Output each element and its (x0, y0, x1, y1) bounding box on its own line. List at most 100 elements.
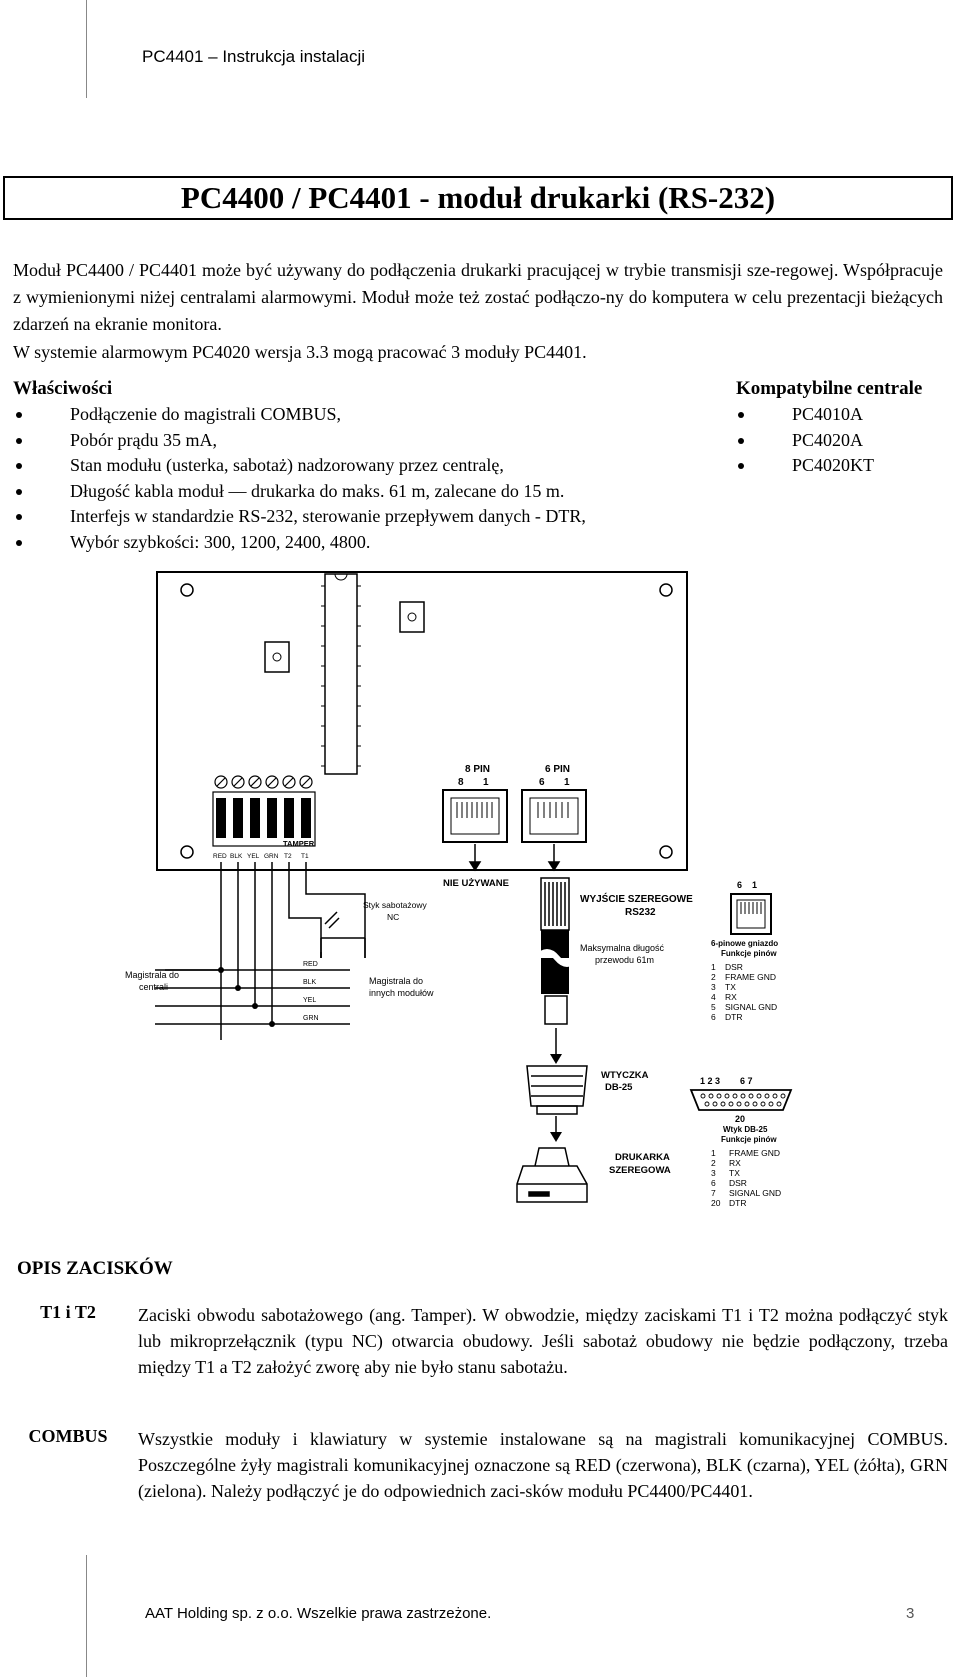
db25-subtitle: Funkcje pinów (721, 1135, 777, 1144)
bus-panel-label-2: centrali (139, 982, 168, 992)
socket6-pin-num: 2 (711, 972, 716, 982)
pcb-board (156, 571, 688, 871)
socket6-pin-num: 6 (711, 1012, 716, 1022)
compat-item: PC4020A (735, 428, 874, 454)
db25-title: Wtyk DB-25 (723, 1125, 768, 1134)
mounting-hole (659, 845, 673, 859)
db25-pin20: 20 (735, 1114, 745, 1124)
db25-pin-num: 20 (711, 1198, 721, 1208)
db25-pin-fn: TX (729, 1168, 740, 1178)
wire-label: GRN (303, 1015, 319, 1022)
dip-chip-small (264, 641, 290, 673)
pin6-numbers: 6 1 (539, 777, 570, 788)
socket6-numbers: 6 1 (737, 880, 757, 890)
intro-paragraph: W systemie alarmowym PC4020 wersja 3.3 m… (13, 341, 587, 362)
serial-out-label-2: RS232 (625, 907, 656, 918)
socket6-pin-fn: SIGNAL GND (725, 1002, 777, 1012)
wire-label: RED (303, 961, 318, 968)
db25-pin-num: 7 (711, 1188, 716, 1198)
mounting-hole (180, 845, 194, 859)
printer-label: DRUKARKA (615, 1152, 670, 1163)
db25-pin-num: 1 (711, 1148, 716, 1158)
footer-text: AAT Holding sp. z o.o. Wszelkie prawa za… (145, 1605, 492, 1622)
page-title: PC4400 / PC4401 - moduł drukarki (RS-232… (180, 180, 776, 215)
db25-pin-num: 2 (711, 1158, 716, 1168)
serial-cable (540, 877, 570, 931)
plug-label: WTYCZKA (601, 1070, 649, 1081)
mounting-hole (659, 583, 673, 597)
db25-pin-fn: RX (729, 1158, 741, 1168)
terminal-label: YEL (247, 853, 260, 860)
socket6-pin-fn: TX (725, 982, 736, 992)
dip-chip-large (324, 573, 358, 775)
page-header: PC4401 – Instrukcja instalacji (142, 47, 366, 66)
header-rule (86, 0, 87, 98)
features-heading: Właściwości (13, 378, 113, 399)
socket6-pin-num: 5 (711, 1002, 716, 1012)
terminal-label: GRN (264, 853, 279, 860)
compat-item: PC4020KT (735, 453, 874, 479)
terminal-label: RED (213, 853, 227, 860)
terminal-key: COMBUS (28, 1426, 108, 1446)
socket6-pin-num: 1 (711, 962, 716, 972)
feature-item: Podłączenie do magistrali COMBUS, (13, 402, 586, 428)
socket-8pin (442, 789, 508, 843)
rj-plug (544, 995, 568, 1025)
pin8-label: 8 PIN (465, 764, 490, 775)
bus-other-label-2: innych modułów (369, 988, 434, 998)
tamper-contact-symbol (324, 911, 340, 929)
tamper-contact-nc: NC (387, 912, 399, 922)
max-length-label-2: przewodu 61m (595, 955, 654, 965)
feature-item: Pobór prądu 35 mA, (13, 428, 586, 454)
printer-icon (516, 1147, 588, 1203)
db25-top-numbers: 1 2 3 6 7 (700, 1076, 753, 1086)
socket6-pin-fn: DSR (725, 962, 743, 972)
db25-pin-num: 6 (711, 1178, 716, 1188)
features-list: Podłączenie do magistrali COMBUS, Pobór … (13, 402, 586, 555)
mounting-hole (180, 583, 194, 597)
intro-text: Moduł PC4400 / PC4401 może być używany d… (13, 257, 943, 366)
tamper-contact-label: Styk sabotażowy (363, 900, 428, 910)
bus-other-label: Magistrala do (369, 976, 423, 986)
bus-panel-label: Magistrala do (125, 970, 179, 980)
db25-plug-icon (526, 1065, 588, 1115)
dip-chip-small (399, 601, 425, 633)
socket6-subtitle: Funkcje pinów (721, 949, 777, 958)
page-number: 3 (906, 1605, 915, 1622)
pin6-label: 6 PIN (545, 764, 570, 775)
terminals-heading: OPIS ZACISKÓW (17, 1258, 173, 1279)
tamper-label: TAMPER (283, 839, 315, 848)
socket6-pin-fn: DTR (725, 1012, 742, 1022)
db25-pin-fn: FRAME GND (729, 1148, 780, 1158)
db25-pin-fn: DTR (729, 1198, 746, 1208)
terminal-description: Wszystkie moduły i klawiatury w systemie… (138, 1429, 948, 1502)
terminal-label: BLK (230, 853, 243, 860)
terminal-label: T2 (284, 853, 292, 860)
intro-paragraph: Moduł PC4400 / PC4401 może być używany d… (13, 260, 943, 335)
wire-label: YEL (303, 997, 316, 1004)
pin8-numbers: 8 1 (458, 777, 489, 788)
footer-rule (86, 1555, 87, 1677)
printer-label-2: SZEREGOWA (609, 1165, 671, 1176)
socket6-pin-num: 3 (711, 982, 716, 992)
terminal-description: Zaciski obwodu sabotażowego (ang. Tamper… (138, 1305, 948, 1378)
socket6-pin-num: 4 (711, 992, 716, 1002)
max-length-label: Maksymalna długość (580, 943, 665, 953)
socket-6pin (521, 789, 587, 843)
compat-item: PC4010A (735, 402, 874, 428)
title-box: PC4400 / PC4401 - moduł drukarki (RS-232… (3, 176, 953, 220)
wire-label: BLK (303, 979, 317, 986)
feature-item: Długość kabla moduł — drukarka do maks. … (13, 479, 586, 505)
terminal-key: T1 i T2 (40, 1302, 96, 1322)
socket6-title: 6-pinowe gniazdo (711, 939, 778, 948)
db25-pin-fn: SIGNAL GND (729, 1188, 781, 1198)
db25-pin-num: 3 (711, 1168, 716, 1178)
db25-pins: 1 FRAME GND 2 RX 3 TX 6 DSR 7 SIGNAL GND 20 DT… (711, 1148, 781, 1208)
socket6-pin-fn: FRAME GND (725, 972, 776, 982)
socket6-detail (730, 893, 772, 935)
db25-connector (689, 1089, 793, 1111)
db25-pin-fn: DSR (729, 1178, 747, 1188)
feature-item: Stan modułu (usterka, sabotaż) nadzorowa… (13, 453, 586, 479)
not-used-label: NIE UŻYWANE (443, 878, 509, 889)
